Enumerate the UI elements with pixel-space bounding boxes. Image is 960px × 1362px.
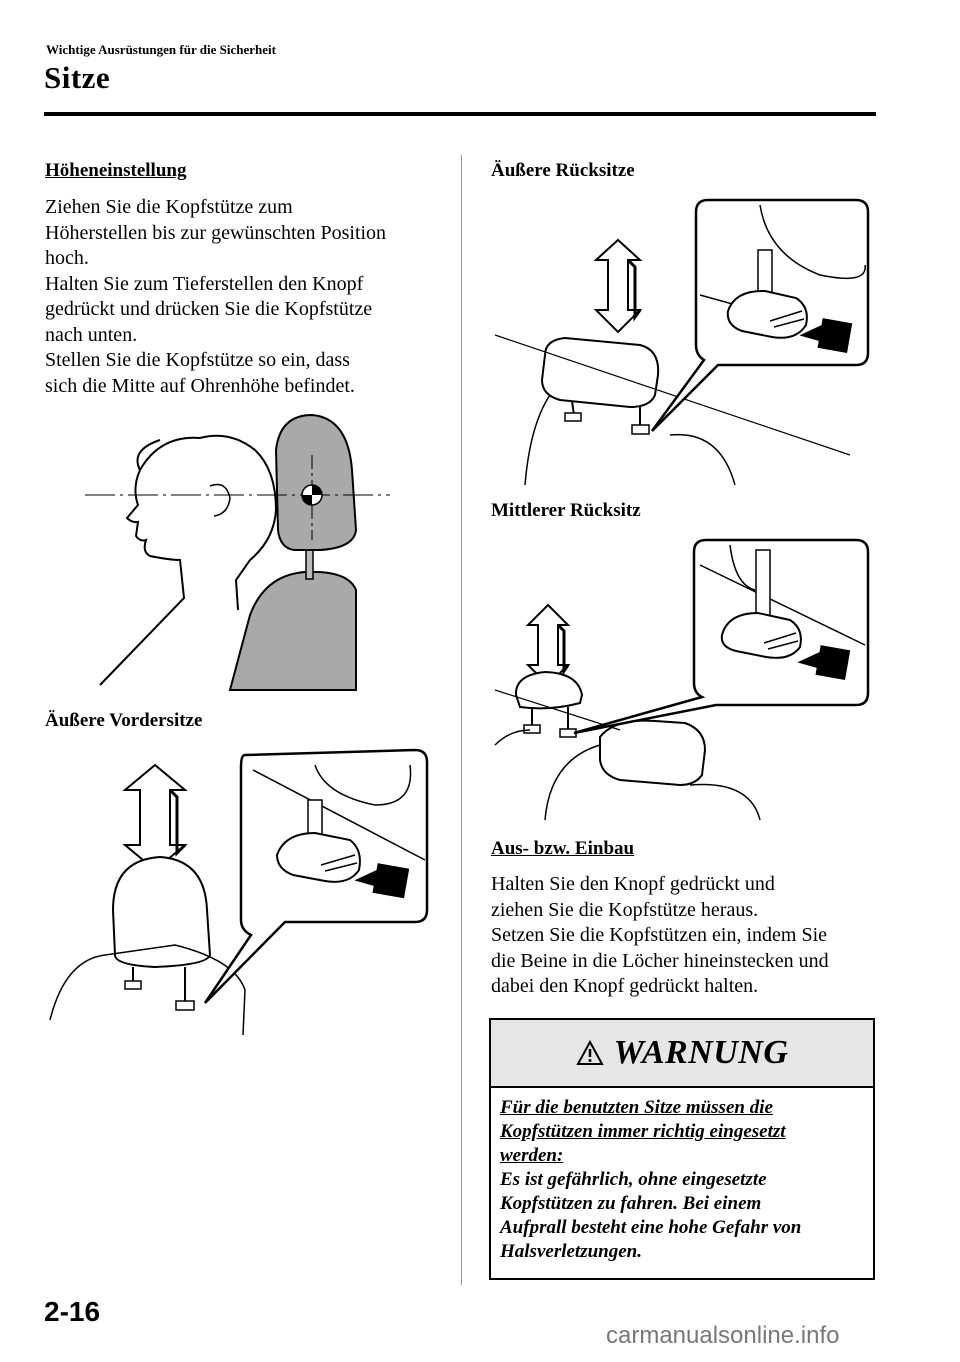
warning-line: Es ist gefährlich, ohne eingesetzte	[500, 1169, 767, 1190]
warning-line: Für die benutzten Sitze müssen die	[500, 1097, 773, 1118]
text-line: nach unten.	[45, 323, 138, 346]
warning-line: Aufprall besteht eine hohe Gefahr von	[500, 1217, 802, 1238]
text-line: Setzen Sie die Kopfstützen ein, indem Si…	[491, 924, 828, 946]
title-rule	[44, 112, 876, 116]
warning-line: werden:	[500, 1145, 564, 1166]
removal-text: Halten Sie den Knopf gedrückt und ziehen…	[491, 872, 881, 1000]
column-divider	[461, 155, 462, 1285]
warning-line: Halsverletzungen.	[500, 1241, 642, 1262]
warning-body: Für die benutzten Sitze müssen die Kopfs…	[491, 1088, 873, 1264]
text-line: Halten Sie zum Tieferstellen den Knopf	[45, 272, 364, 295]
outer-rear-headrest-figure	[494, 198, 870, 486]
text-line: dabei den Knopf gedrückt halten.	[491, 975, 759, 997]
warning-triangle-icon	[575, 1039, 604, 1065]
text-line: Ziehen Sie die Kopfstütze zum	[45, 196, 293, 218]
text-line: gedrückt und drücken Sie die Kopfstütze	[45, 298, 373, 320]
text-line: die Beine in die Löcher hineinstecken un…	[491, 949, 829, 972]
height-adjustment-text: Ziehen Sie die Kopfstütze zum Höherstell…	[45, 195, 450, 399]
front-seat-headrest-figure	[49, 748, 429, 1036]
outer-rear-seats-heading: Äußere Rücksitze	[491, 160, 635, 181]
warning-box: WARNUNG Für die benutzten Sitze müssen d…	[489, 1018, 875, 1280]
middle-rear-headrest-figure	[494, 538, 870, 821]
text-line: ziehen Sie die Kopfstütze heraus.	[491, 898, 759, 921]
warning-line: Kopfstützen zu fahren. Bei einem	[500, 1193, 762, 1214]
height-adjustment-heading: Höheneinstellung	[45, 160, 187, 181]
head-position-figure	[85, 413, 390, 691]
section-header: Wichtige Ausrüstungen für die Sicherheit	[46, 42, 276, 57]
page-number: 2-16	[44, 1296, 101, 1327]
warning-line: Kopfstützen immer richtig eingesetzt	[500, 1121, 786, 1142]
page-title: Sitze	[44, 60, 111, 95]
removal-heading: Aus- bzw. Einbau	[491, 838, 635, 859]
text-line: hoch.	[45, 247, 89, 269]
text-line: Stellen Sie die Kopfstütze so ein, dass	[45, 349, 350, 371]
warning-title: WARNUNG	[613, 1034, 789, 1071]
watermark: carmanualsonline.info	[606, 1322, 840, 1349]
text-line: Höherstellen bis zur gewünschten Positio…	[45, 221, 387, 244]
text-line: sich die Mitte auf Ohrenhöhe befindet.	[45, 374, 355, 397]
middle-rear-seat-heading: Mittlerer Rücksitz	[491, 500, 641, 521]
text-line: Halten Sie den Knopf gedrückt und	[491, 873, 775, 895]
front-seats-heading: Äußere Vordersitze	[45, 710, 203, 731]
warning-header: WARNUNG	[491, 1020, 873, 1088]
